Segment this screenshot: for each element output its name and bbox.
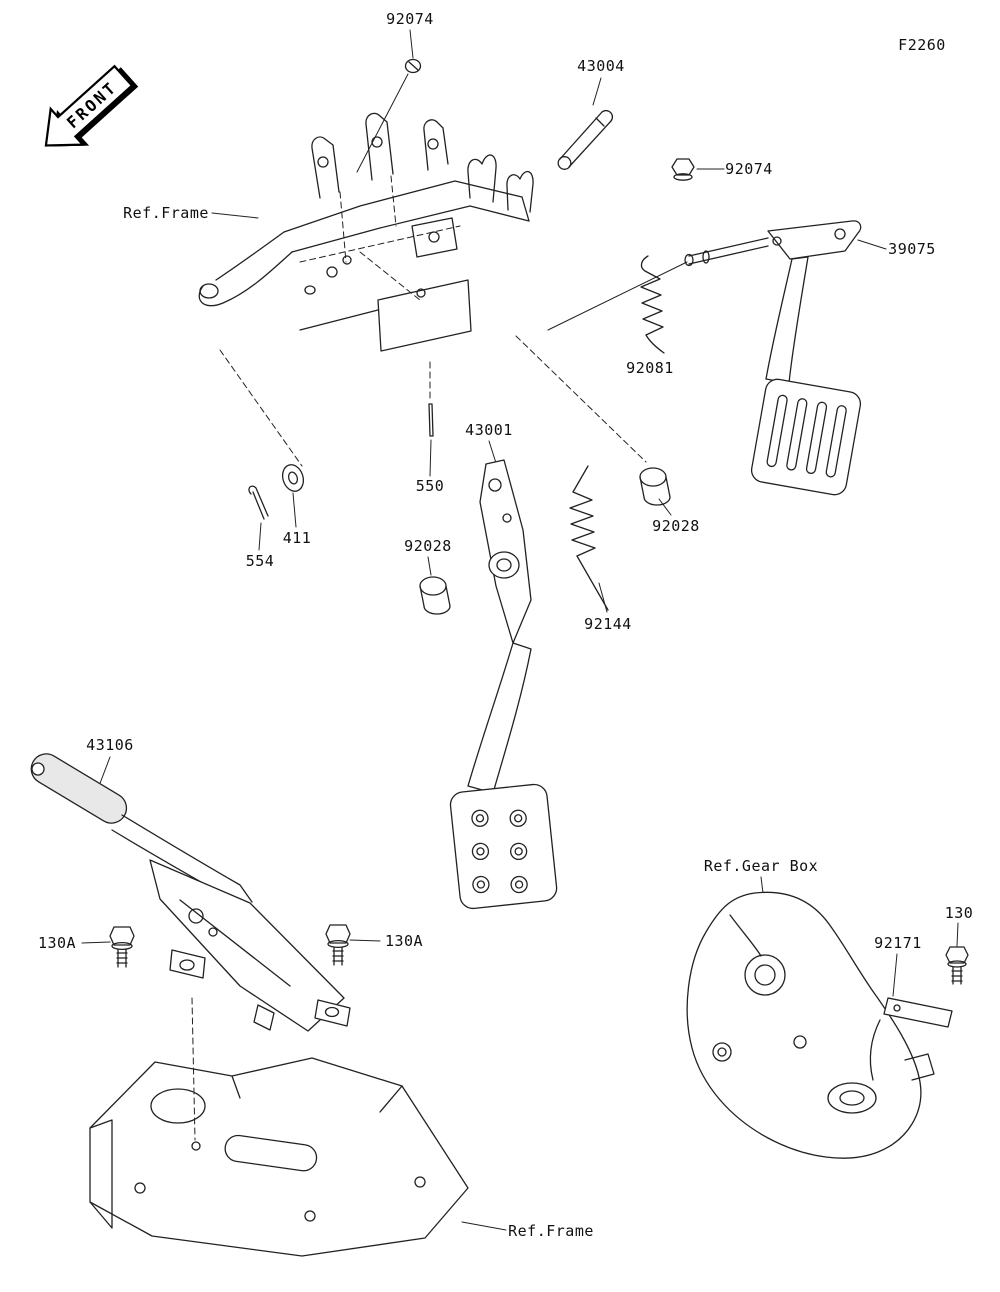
part-label-43004: 43004 <box>577 57 625 75</box>
pedal-43001-drawing <box>449 459 558 910</box>
bushing-92028-right-drawing <box>639 467 671 506</box>
ref-label-frame-top: Ref.Frame <box>123 204 209 222</box>
part-label-43001: 43001 <box>465 421 513 439</box>
part-label-130a-left: 130A <box>37 934 77 952</box>
part-label-92144: 92144 <box>584 615 632 633</box>
spring-92144-drawing <box>569 465 609 611</box>
part-label-130: 130 <box>944 904 974 922</box>
shim-92171-drawing <box>883 997 953 1028</box>
parking-lever-43106-drawing <box>30 753 351 1032</box>
nut-92074-drawing <box>671 158 695 181</box>
bolt-130a-right-drawing <box>325 924 351 966</box>
bushing-92028-left-drawing <box>419 576 451 615</box>
brake-pedal-39075-drawing <box>684 220 862 496</box>
pin-43004-drawing <box>557 109 614 170</box>
part-label-130a-right: 130A <box>384 932 424 950</box>
pin-550-drawing <box>428 403 434 437</box>
part-label-554: 554 <box>245 552 275 570</box>
bolt-130a-left-drawing <box>109 926 135 968</box>
part-label-43106: 43106 <box>86 736 134 754</box>
ref-label-frame-bottom: Ref.Frame <box>508 1222 594 1240</box>
part-label-92074-right: 92074 <box>725 160 773 178</box>
washer-411-drawing <box>281 464 305 492</box>
part-label-550: 550 <box>415 477 445 495</box>
spring-92081-drawing <box>640 255 665 354</box>
frame-assembly-drawing <box>198 112 534 352</box>
figure-code: F2260 <box>898 36 946 54</box>
part-label-39075: 39075 <box>888 240 936 258</box>
front-arrow: FRONT <box>44 64 139 147</box>
gear-box-drawing <box>686 891 935 1159</box>
cotter-pin-554-drawing <box>248 485 269 520</box>
construction-lines <box>191 335 647 1141</box>
bolt-130-drawing <box>945 946 969 985</box>
leader-lines <box>81 29 959 1231</box>
part-label-92028-right: 92028 <box>652 517 700 535</box>
screw-92074-drawing <box>404 58 422 74</box>
part-label-92081: 92081 <box>626 359 674 377</box>
part-label-92074-top: 92074 <box>386 10 434 28</box>
bottom-frame-drawing <box>89 1057 469 1257</box>
part-label-92171: 92171 <box>874 934 922 952</box>
part-label-92028-left: 92028 <box>404 537 452 555</box>
ref-label-gear-box: Ref.Gear Box <box>703 857 819 875</box>
part-label-411: 411 <box>282 529 312 547</box>
